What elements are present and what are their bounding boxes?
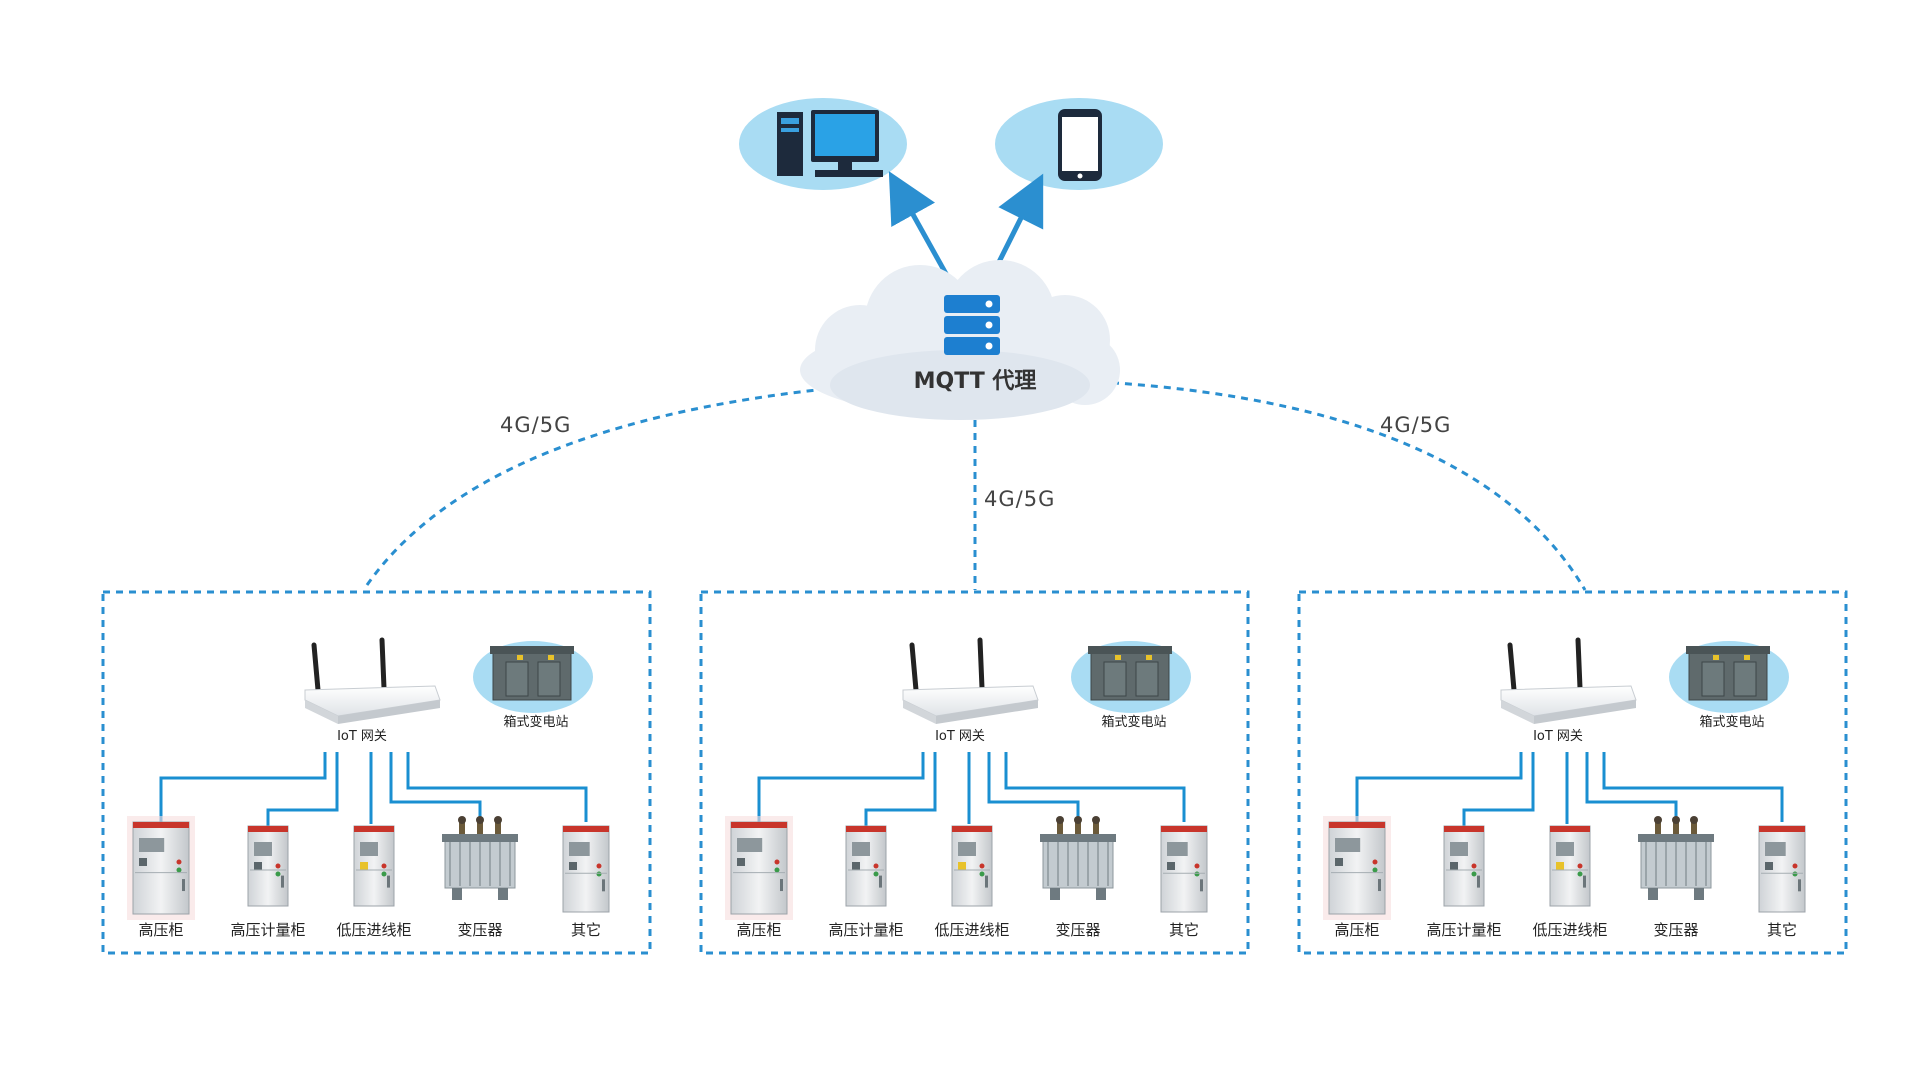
lv-incoming-cabinet-icon [353,825,395,907]
site-border [101,590,652,955]
lv-incoming-cabinet-icon [951,825,993,907]
other-icon [1758,825,1806,913]
gateway-label: IoT 网关 [935,729,985,744]
substation-label: 箱式变电站 [1101,714,1166,730]
device-label: 高压柜 [1334,921,1379,939]
substation-icon [473,641,593,713]
link-label-right: 4G/5G [1380,413,1451,437]
site-border [699,590,1250,955]
hv-metering-cabinet-icon [845,825,887,907]
transformer-icon [1040,816,1116,900]
device-label: 变压器 [1055,921,1100,939]
desktop-computer-icon [777,110,883,177]
link-left [365,377,969,586]
device-label: 低压进线柜 [934,921,1009,939]
device-label: 变压器 [457,921,502,939]
device-label: 其它 [1169,921,1199,939]
other-icon [562,825,610,913]
substation-icon [1669,641,1789,713]
router-icon [902,637,1039,724]
lv-incoming-cabinet-icon [1549,825,1591,907]
device-label: 高压柜 [138,921,183,939]
gateway-label: IoT 网关 [337,729,387,744]
other-icon [1160,825,1208,913]
substation-label: 箱式变电站 [1699,714,1764,730]
smartphone-icon [1058,109,1102,181]
device-label: 其它 [571,921,601,939]
device-label: 高压计量柜 [828,921,903,939]
transformer-icon [1638,816,1714,900]
hv-cabinet-icon [127,816,195,920]
hv-metering-cabinet-icon [1443,825,1485,907]
client-phone [995,98,1163,190]
device-label: 高压计量柜 [1426,921,1501,939]
gateway-connections [757,752,1186,826]
gateway-connections [1355,752,1784,826]
device-label: 其它 [1767,921,1797,939]
client-desktop [739,98,907,190]
device-label: 高压柜 [736,921,781,939]
substation-label: 箱式变电站 [503,714,568,730]
link-label-left: 4G/5G [500,413,571,437]
transformer-icon [442,816,518,900]
device-label: 高压计量柜 [230,921,305,939]
site-border [1297,590,1848,955]
router-icon [1500,637,1637,724]
gateway-connections [159,752,588,826]
cloud [800,260,1120,420]
substation-icon [1071,641,1191,713]
hv-metering-cabinet-icon [247,825,289,907]
device-label: 变压器 [1653,921,1698,939]
device-label: 低压进线柜 [336,921,411,939]
link-right [1059,378,1587,591]
hv-cabinet-icon [725,816,793,920]
hv-cabinet-icon [1323,816,1391,920]
link-label-center: 4G/5G [984,487,1055,511]
server-icon [944,295,1000,355]
router-icon [304,637,441,724]
gateway-label: IoT 网关 [1533,729,1583,744]
device-label: 低压进线柜 [1532,921,1607,939]
broker-label: MQTT 代理 [914,369,1037,394]
